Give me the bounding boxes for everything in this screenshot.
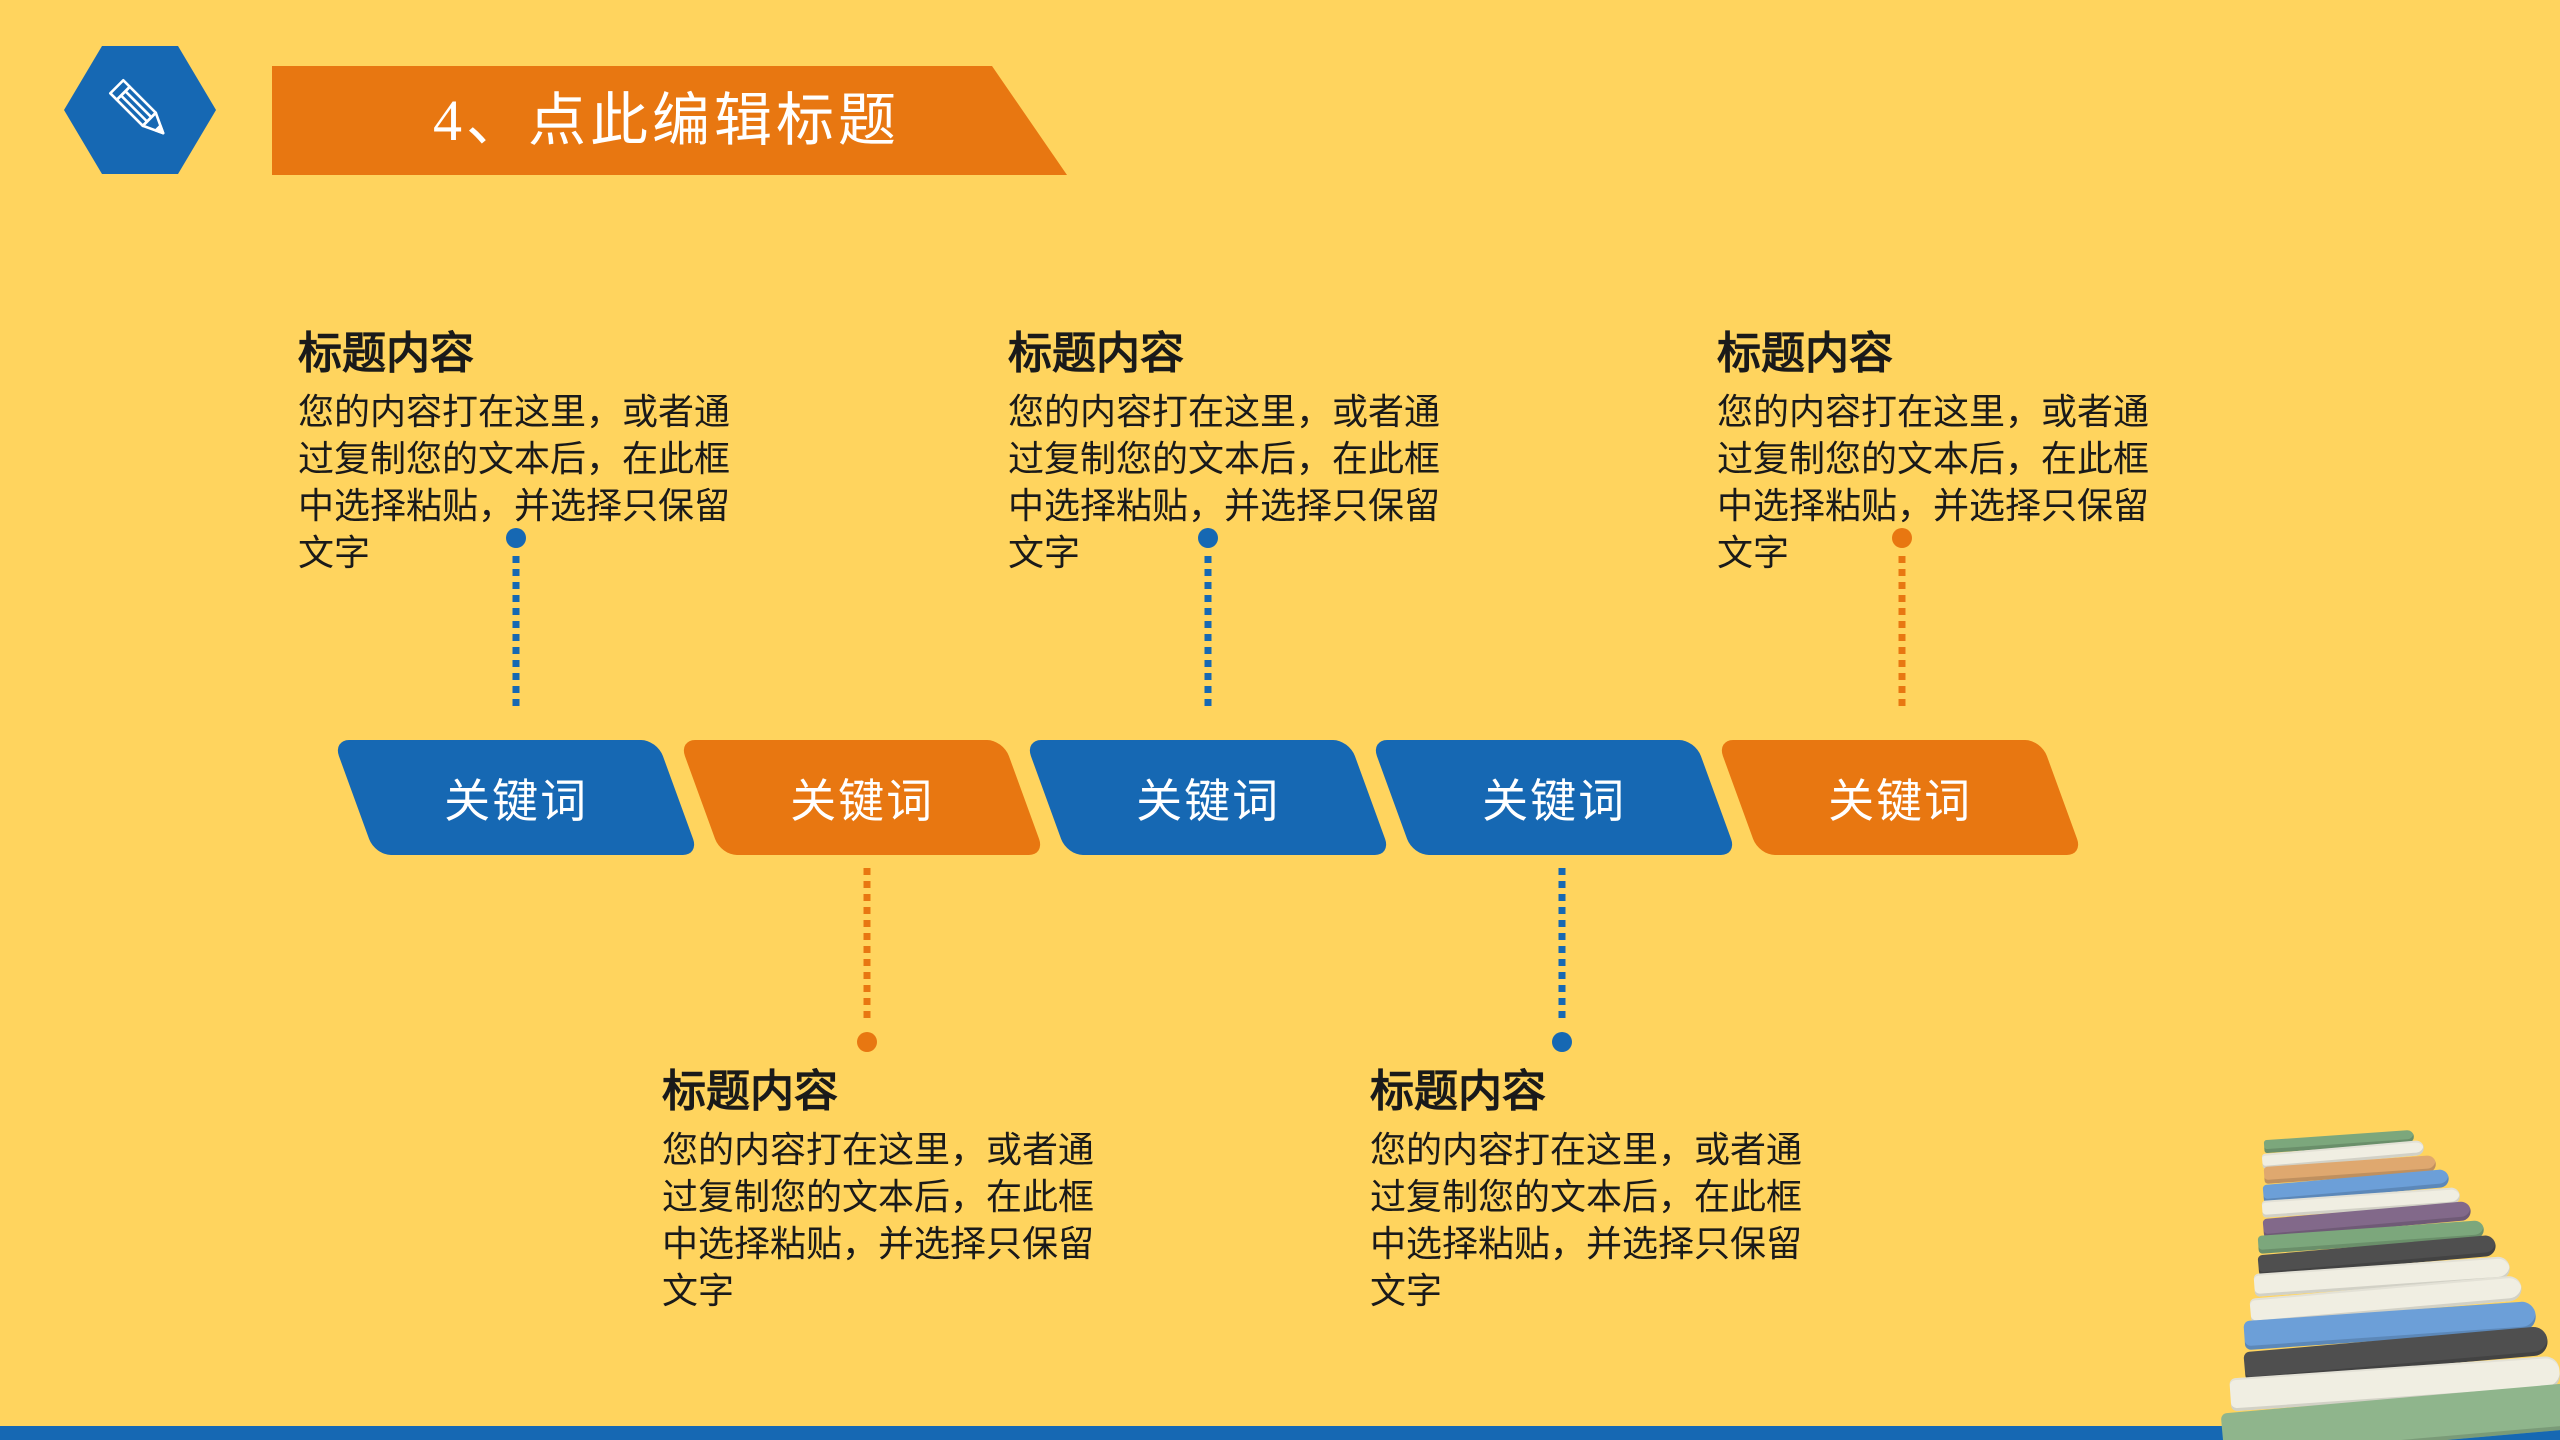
block-body-line: 文字 [1008,533,1081,573]
text-block-top-1[interactable]: 标题内容 您的内容打在这里，或者通 过复制您的文本后，在此框 中选择粘贴，并选择… [298,328,758,577]
slide-title[interactable]: 4、点此编辑标题 [433,88,901,153]
block-body-line: 您的内容打在这里，或者通 [1370,1130,1803,1170]
block-body-line: 中选择粘贴，并选择只保留 [1717,486,2150,526]
keyword-shape-5[interactable]: 关键词 [1717,740,2083,855]
block-body-line: 文字 [662,1271,735,1311]
text-block-bottom-2[interactable]: 标题内容 您的内容打在这里，或者通 过复制您的文本后，在此框 中选择粘贴，并选择… [1370,1066,1830,1315]
block-body-line: 过复制您的文本后，在此框 [298,439,731,479]
connector-dot [1552,1032,1572,1052]
connector-dotted-line [1198,528,1218,718]
block-body-line: 您的内容打在这里，或者通 [662,1130,1095,1170]
keyword-label: 关键词 [444,775,588,827]
block-body-line: 中选择粘贴，并选择只保留 [662,1224,1095,1264]
block-body-line: 您的内容打在这里，或者通 [298,392,731,432]
block-body-line: 文字 [1370,1271,1443,1311]
keyword-shape-4[interactable]: 关键词 [1371,740,1737,855]
book-stack-illustration [2186,1120,2560,1440]
block-body-line: 过复制您的文本后，在此框 [662,1177,1095,1217]
text-block-bottom-1[interactable]: 标题内容 您的内容打在这里，或者通 过复制您的文本后，在此框 中选择粘贴，并选择… [662,1066,1122,1315]
keyword-shape-3[interactable]: 关键词 [1025,740,1391,855]
connector-dotted-line [857,868,877,1052]
keyword-label: 关键词 [790,775,934,827]
block-heading: 标题内容 [1717,329,1893,378]
connector-dot [506,528,526,548]
bottom-accent-strip [0,1426,2560,1440]
block-body-line: 过复制您的文本后，在此框 [1717,439,2150,479]
keyword-label: 关键词 [1828,775,1972,827]
block-body-line: 过复制您的文本后，在此框 [1370,1177,1803,1217]
block-body-line: 过复制您的文本后，在此框 [1008,439,1441,479]
connector-dotted-line [506,528,526,718]
connector-dot [1198,528,1218,548]
keyword-shape-2[interactable]: 关键词 [679,740,1045,855]
block-heading: 标题内容 [1370,1067,1546,1116]
block-body-line: 您的内容打在这里，或者通 [1008,392,1441,432]
block-body-line: 文字 [298,533,371,573]
pencil-icon [108,78,165,135]
block-heading: 标题内容 [298,329,474,378]
connector-dot [857,1032,877,1052]
pencil-hexagon-badge [64,46,216,174]
keyword-label: 关键词 [1136,775,1280,827]
block-body-line: 文字 [1717,533,1790,573]
keyword-label: 关键词 [1482,775,1626,827]
connector-dotted-line [1552,868,1572,1052]
block-body-line: 您的内容打在这里，或者通 [1717,392,2150,432]
connector-dot [1892,528,1912,548]
block-body-line: 中选择粘贴，并选择只保留 [298,486,731,526]
title-banner[interactable]: 4、点此编辑标题 [272,66,1067,175]
text-block-top-3[interactable]: 标题内容 您的内容打在这里，或者通 过复制您的文本后，在此框 中选择粘贴，并选择… [1717,328,2177,577]
block-body-line: 中选择粘贴，并选择只保留 [1370,1224,1803,1264]
keyword-shape-1[interactable]: 关键词 [333,740,699,855]
connector-dotted-line [1892,528,1912,718]
text-block-top-2[interactable]: 标题内容 您的内容打在这里，或者通 过复制您的文本后，在此框 中选择粘贴，并选择… [1008,328,1468,577]
block-heading: 标题内容 [1008,329,1184,378]
block-heading: 标题内容 [662,1067,838,1116]
block-body-line: 中选择粘贴，并选择只保留 [1008,486,1441,526]
